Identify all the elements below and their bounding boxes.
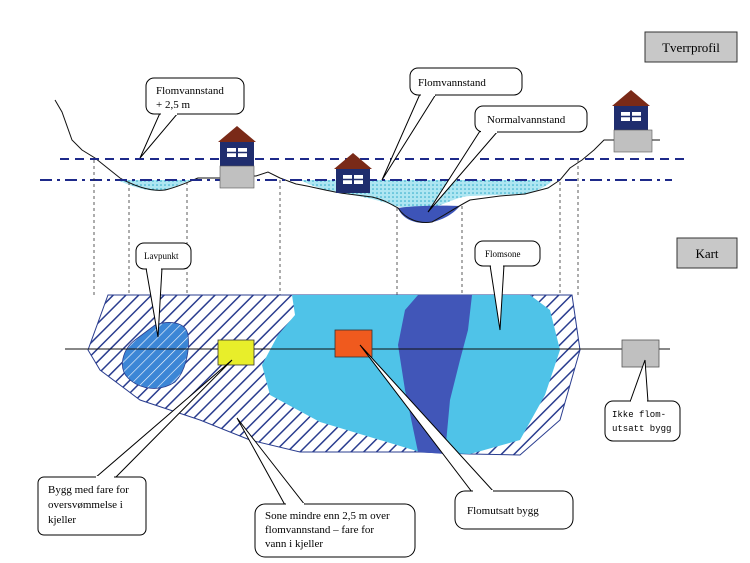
svg-text:Flomutsatt bygg: Flomutsatt bygg [467, 505, 539, 517]
callout-flood-zone: Flomsone [474, 240, 541, 331]
callout-building-risk: Bygg med fare for oversvømmelse i kjelle… [37, 359, 233, 536]
house-left-basement [219, 165, 255, 189]
callout-not-exposed: Ikke flom- utsatt bygg [604, 359, 681, 442]
flood-water-left [118, 180, 192, 191]
svg-text:Bygg med fare for: Bygg med fare for [48, 484, 129, 496]
label-kart: Kart [676, 237, 738, 269]
label-tverrprofil: Tverrprofil [644, 31, 738, 63]
callout-flood-exposed: Flomutsatt bygg [359, 344, 574, 530]
callout-zone: Sone mindre enn 2,5 m over flomvannstand… [236, 417, 416, 558]
callout-low-point: Lavpunkt [135, 242, 192, 338]
svg-text:Flomvannstand: Flomvannstand [156, 85, 224, 97]
house-right-basement [613, 129, 653, 153]
svg-text:Kart: Kart [695, 246, 718, 261]
projection-lines [93, 160, 579, 295]
svg-text:Normalvannstand: Normalvannstand [487, 114, 566, 126]
svg-text:+ 2,5 m: + 2,5 m [156, 99, 190, 111]
svg-text:Flomvannstand: Flomvannstand [418, 77, 486, 89]
svg-text:flomvannstand – fare for: flomvannstand – fare for [265, 524, 374, 536]
svg-text:Lavpunkt: Lavpunkt [144, 251, 179, 261]
svg-text:Flomsone: Flomsone [485, 249, 521, 259]
svg-text:Sone mindre enn 2,5 m over: Sone mindre enn 2,5 m over [265, 510, 390, 522]
house-right [611, 89, 651, 131]
svg-text:kjeller: kjeller [48, 514, 76, 526]
normal-water [398, 205, 460, 223]
cross-section [40, 89, 688, 223]
map-view [65, 294, 670, 456]
svg-text:Tverrprofil: Tverrprofil [662, 40, 720, 55]
low-point-area [121, 322, 189, 389]
house-left [217, 125, 257, 167]
callout-flood-level: Flomvannstand [381, 67, 523, 181]
safe-building [621, 339, 660, 368]
svg-text:Ikke flom-: Ikke flom- [612, 410, 666, 420]
callout-flood-plus: Flomvannstand + 2,5 m [139, 77, 245, 159]
building-at-risk [217, 339, 255, 366]
callout-normal-level: Normalvannstand [427, 105, 588, 213]
svg-text:vann i kjeller: vann i kjeller [265, 538, 323, 550]
svg-text:oversvømmelse i: oversvømmelse i [48, 499, 123, 511]
svg-text:utsatt bygg: utsatt bygg [612, 424, 671, 434]
terrain-profile [54, 99, 660, 223]
